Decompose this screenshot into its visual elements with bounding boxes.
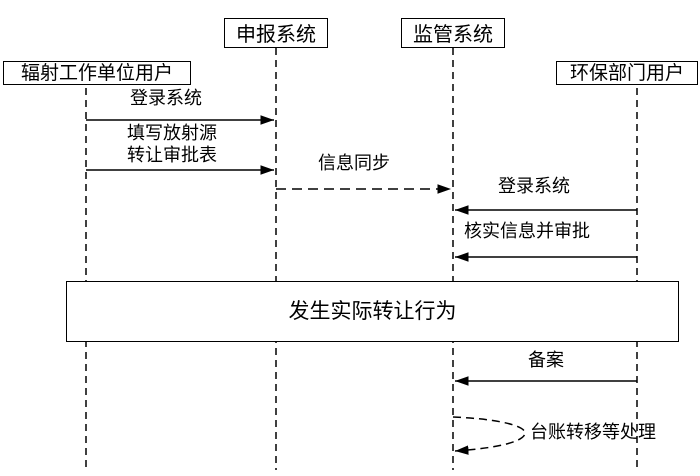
note-text: 发生实际转让行为	[288, 299, 457, 323]
participant-report-system: 申报系统	[224, 18, 328, 48]
participant-unit-user: 辐射工作单位用户	[3, 61, 191, 85]
label-login-report: 登录系统	[130, 88, 202, 109]
participant-supervision-system: 监管系统	[401, 18, 505, 48]
note-transfer-event: 发生实际转让行为	[66, 281, 679, 342]
label-login-supervision: 登录系统	[498, 176, 570, 197]
label-fill-form-line1: 填写放射源	[127, 123, 217, 144]
label-verify: 核实信息并审批	[464, 221, 590, 242]
label-ledger: 台账转移等处理	[530, 422, 656, 443]
participant-env-user: 环保部门用户	[556, 61, 698, 85]
label-sync: 信息同步	[318, 153, 390, 174]
label-fill-form-line2: 转让审批表	[127, 145, 217, 166]
arrow-ledger-self	[452, 416, 526, 455]
label-record: 备案	[528, 350, 564, 371]
